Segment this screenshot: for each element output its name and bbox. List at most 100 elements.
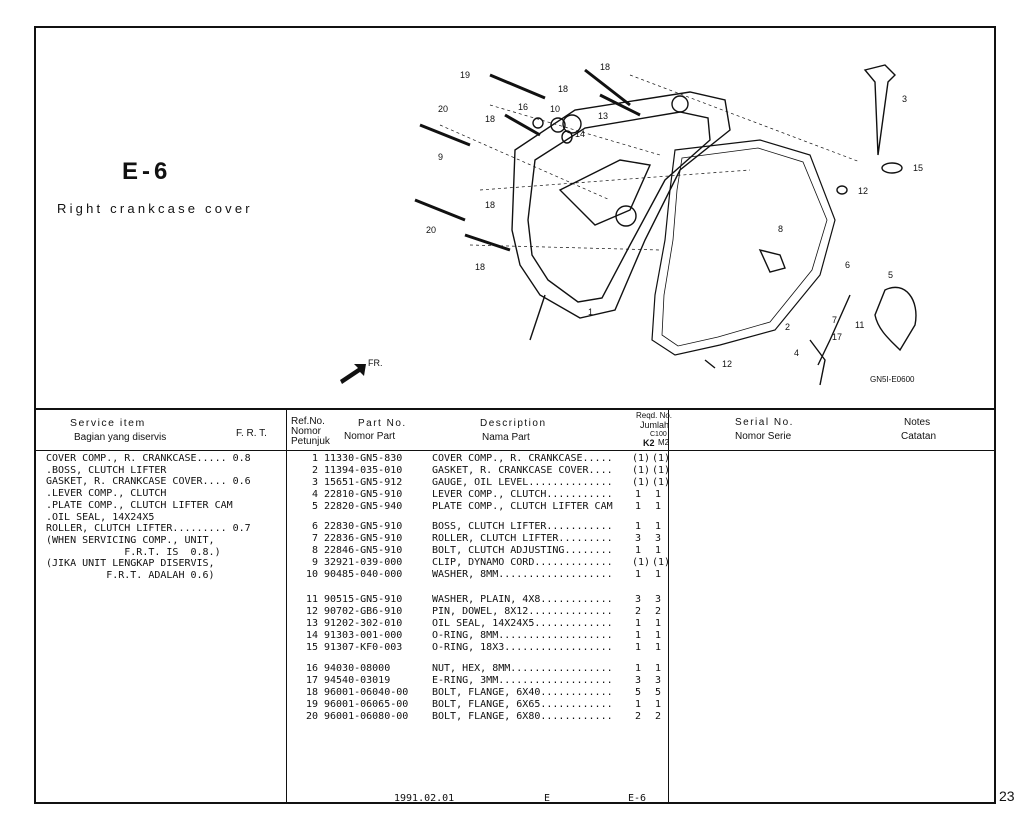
callout: 5 [888, 270, 893, 280]
ref-number: 2 [311, 465, 318, 477]
ref-number: 17 [305, 675, 318, 687]
service-item: .LEVER COMP., CLUTCH [46, 488, 167, 500]
qty-m2: 2 [654, 606, 662, 618]
header-frt: F. R. T. [236, 428, 267, 439]
part-description: BOSS, CLUTCH LIFTER........... [432, 521, 613, 532]
callout: 9 [438, 152, 443, 162]
ref-number: 18 [305, 687, 318, 699]
gasket-shape [651, 139, 836, 356]
callout: 14 [575, 129, 585, 139]
qty-m2: 1 [654, 569, 662, 581]
callout: 18 [485, 114, 495, 124]
callout-labels: 1 2 3 4 5 6 7 8 9 10 11 12 12 13 14 15 1… [426, 62, 923, 369]
ref-number: 1 [311, 453, 318, 464]
qty-k2: 3 [634, 533, 642, 545]
part-description: BOLT, CLUTCH ADJUSTING........ [432, 545, 613, 557]
callout: 18 [600, 62, 610, 72]
qty-k2: 1 [634, 569, 642, 581]
qty-k2: 2 [634, 606, 642, 618]
ref-number: 16 [305, 663, 318, 674]
part-number: 94540-03019 [324, 675, 391, 687]
qty-k2: (1) [632, 465, 651, 477]
figure-code: GN5I-E0600 [870, 375, 915, 384]
ref-number: 9 [311, 557, 318, 569]
page-frame [34, 26, 996, 804]
part-description: GAUGE, OIL LEVEL.............. [432, 477, 613, 489]
crankcase-cover-shape [511, 91, 731, 319]
qty-m2: 1 [654, 699, 662, 711]
part-number: 22846-GN5-910 [324, 545, 403, 557]
part-description: BOLT, FLANGE, 6X80............ [432, 711, 613, 723]
qty-m2: 3 [654, 533, 662, 545]
part-description: E-RING, 3MM................... [432, 675, 613, 687]
qty-k2: 3 [634, 594, 642, 605]
qty-k2: 1 [634, 521, 642, 532]
header-jumlah: Jumlah [640, 420, 670, 430]
part-description: COVER COMP., R. CRANKCASE..... [432, 453, 613, 464]
qty-m2: 2 [654, 711, 662, 723]
part-number: 90702-GB6-910 [324, 606, 403, 618]
service-item: (JIKA UNIT LENGKAP DISERVIS, [46, 558, 215, 570]
part-description: PLATE COMP., CLUTCH LIFTER CAM [432, 501, 613, 513]
part-number: 96001-06080-00 [324, 711, 409, 723]
qty-k2: 1 [634, 545, 642, 557]
header-reqd: Reqd. No. [636, 411, 673, 420]
header-ref-no-id: Nomor Petunjuk [291, 426, 330, 447]
ref-number: 20 [305, 711, 318, 723]
ref-number: 12 [305, 606, 318, 618]
qty-m2: 1 [654, 521, 662, 532]
header-part-no-id: Nomor Part [344, 431, 396, 442]
qty-k2: 5 [634, 687, 642, 699]
qty-m2: (1) [652, 477, 671, 489]
part-number: 22810-GN5-910 [324, 489, 403, 501]
callout: 10 [550, 104, 560, 114]
qty-k2: 3 [634, 675, 642, 687]
callout: 3 [902, 94, 907, 104]
part-number: 11330-GN5-830 [324, 453, 403, 464]
callout: 12 [722, 359, 732, 369]
ref-number: 14 [305, 630, 318, 642]
page-title: Right crankcase cover [57, 201, 253, 216]
callout: 20 [426, 225, 436, 235]
qty-m2: 5 [654, 687, 662, 699]
ref-number: 4 [311, 489, 318, 501]
callout: 18 [558, 84, 568, 94]
part-number: 90485-040-000 [324, 569, 403, 581]
table-row: 1 11330-GN5-830 COVER COMP., R. CRANKCASE.… [296, 453, 671, 465]
part-number: 22830-GN5-910 [324, 521, 403, 532]
qty-m2: 1 [654, 489, 662, 501]
qty-m2: 3 [654, 594, 662, 605]
page-number: 23 [999, 788, 1015, 804]
part-description: O-RING, 8MM................... [432, 630, 613, 642]
callout: 20 [438, 104, 448, 114]
qty-m2: 1 [654, 545, 662, 557]
part-number: 91202-302-010 [324, 618, 403, 630]
part-description: BOLT, FLANGE, 6X65............ [432, 699, 613, 711]
callout: 12 [858, 186, 868, 196]
callout: 2 [785, 322, 790, 332]
part-number: 90515-GN5-910 [324, 594, 403, 605]
qty-k2: 1 [634, 642, 642, 654]
part-number: 91303-001-000 [324, 630, 403, 642]
oil-gauge-shape [863, 64, 896, 156]
callout: 13 [598, 111, 608, 121]
callout: 18 [475, 262, 485, 272]
callout: 17 [832, 332, 842, 342]
qty-k2: 2 [634, 711, 642, 723]
part-description: PIN, DOWEL, 8X12.............. [432, 606, 613, 618]
part-description: BOLT, FLANGE, 6X40............ [432, 687, 613, 699]
part-number: 96001-06065-00 [324, 699, 409, 711]
qty-m2: (1) [652, 453, 671, 464]
qty-m2: 1 [654, 501, 662, 513]
